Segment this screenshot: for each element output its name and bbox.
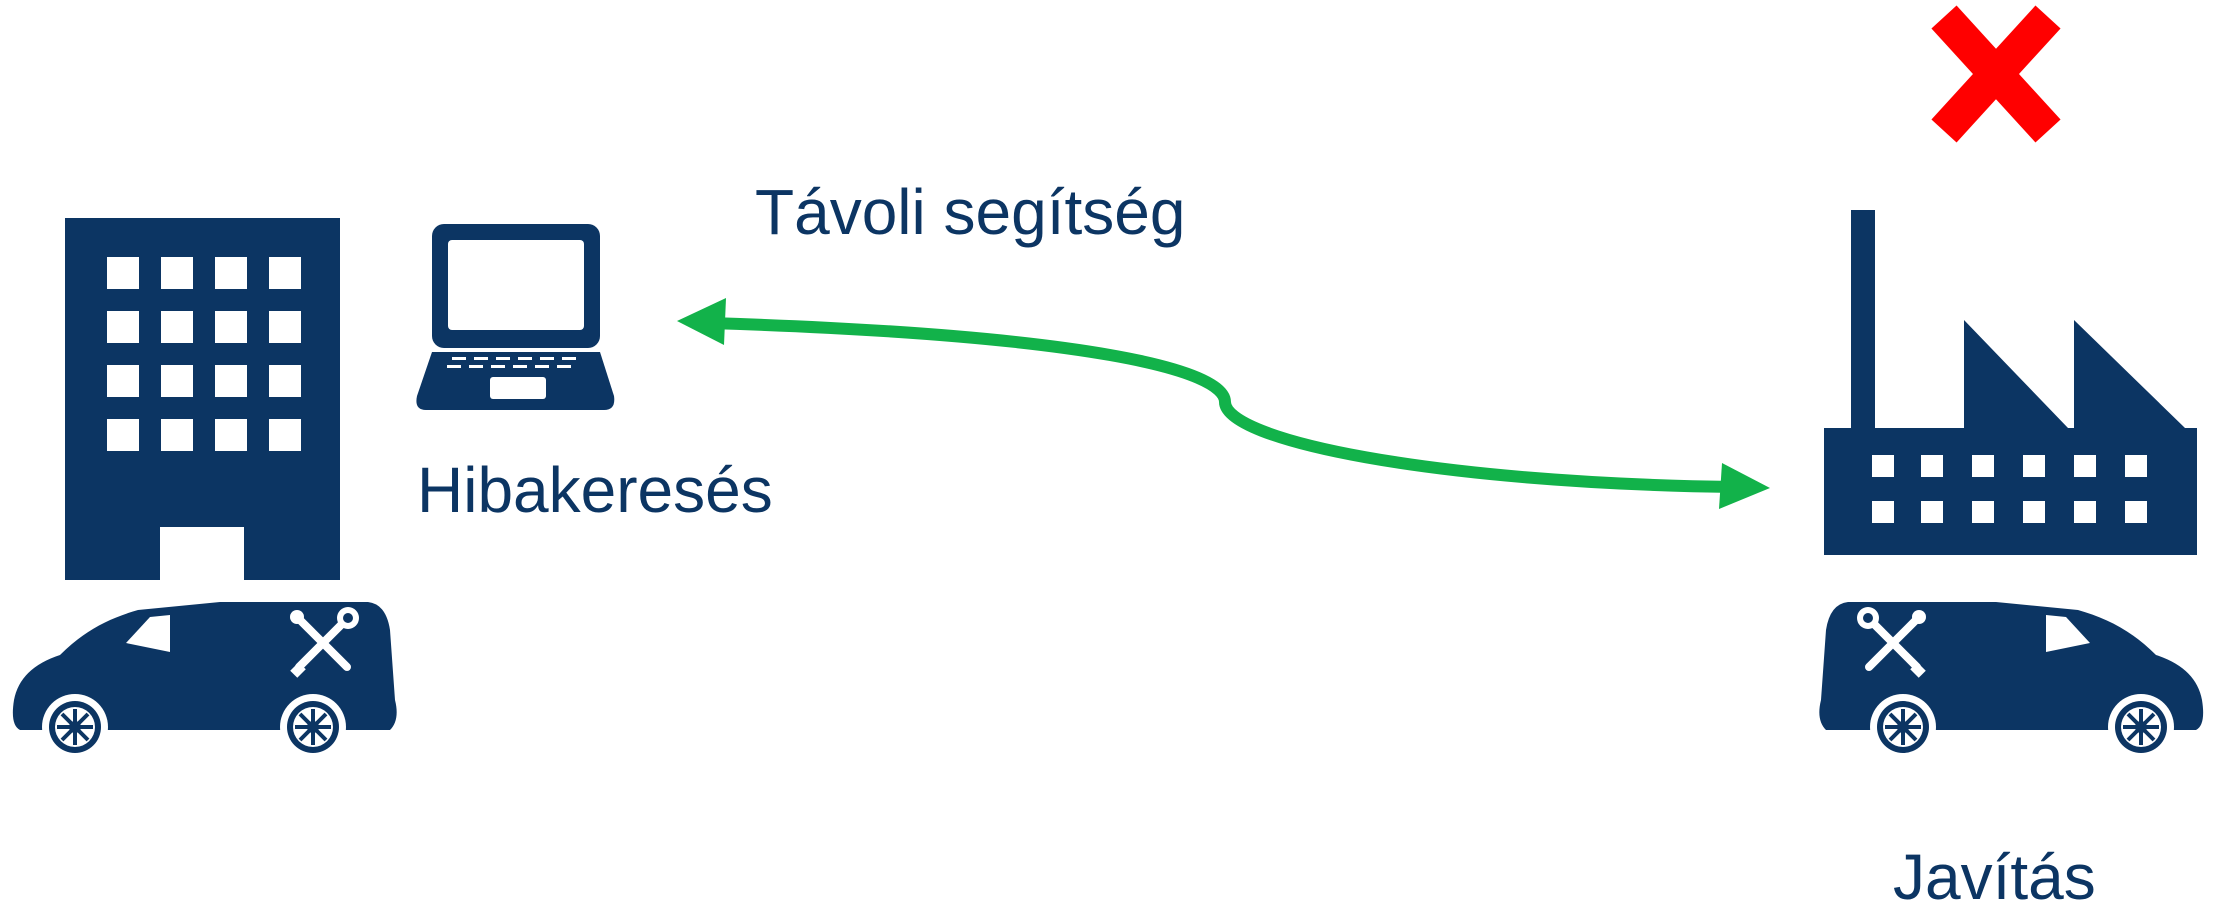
- laptop-icon: [416, 224, 615, 410]
- service-van-right-icon: [1819, 602, 2204, 762]
- office-building-icon: [65, 218, 340, 580]
- repair-label: Javítás: [1893, 841, 2096, 913]
- troubleshooting-label: Hibakeresés: [417, 454, 773, 526]
- red-x-icon: [1931, 5, 2061, 143]
- remote-assistance-label: Távoli segítség: [755, 176, 1186, 248]
- double-headed-arrow-icon: [677, 298, 1770, 509]
- service-van-left-icon: [12, 602, 397, 762]
- factory-icon: [1824, 210, 2197, 555]
